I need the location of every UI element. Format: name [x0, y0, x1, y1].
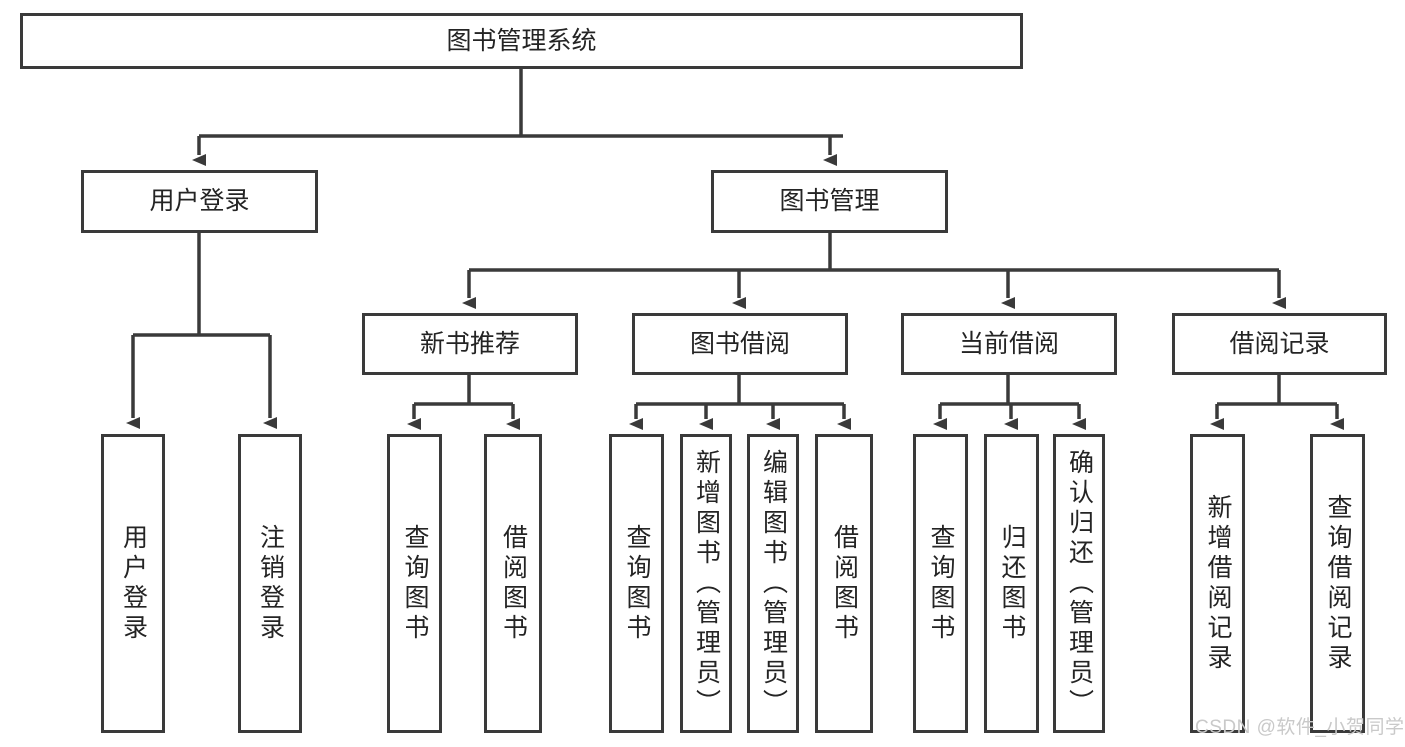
- node-leaf-edit-book[interactable]: 编辑图书（管理员）: [747, 434, 799, 733]
- node-leaf-borrow-book-1[interactable]: 借阅图书: [484, 434, 542, 733]
- node-leaf-query-book-3[interactable]: 查询图书: [913, 434, 968, 733]
- node-leaf-user-logout[interactable]: 注销登录: [238, 434, 302, 733]
- node-borrow-record[interactable]: 借阅记录: [1172, 313, 1387, 375]
- node-user-login-label: 用户登录: [149, 187, 250, 216]
- node-book-manage[interactable]: 图书管理: [711, 170, 948, 233]
- node-root-label: 图书管理系统: [446, 26, 597, 55]
- node-root[interactable]: 图书管理系统: [20, 13, 1023, 69]
- node-book-manage-label: 图书管理: [779, 187, 880, 216]
- node-leaf-query-record[interactable]: 查询借阅记录: [1310, 434, 1365, 733]
- node-leaf-query-book-2[interactable]: 查询图书: [609, 434, 664, 733]
- node-leaf-return-book-label: 归还图书: [998, 523, 1026, 644]
- node-leaf-add-record[interactable]: 新增借阅记录: [1190, 434, 1245, 733]
- node-leaf-user-login-label: 用户登录: [119, 523, 148, 644]
- node-leaf-edit-book-label: 编辑图书（管理员）: [759, 448, 788, 719]
- node-leaf-return-book[interactable]: 归还图书: [984, 434, 1039, 733]
- node-leaf-borrow-book-1-label: 借阅图书: [499, 523, 528, 644]
- node-current-borrow[interactable]: 当前借阅: [901, 313, 1117, 375]
- node-leaf-add-record-label: 新增借阅记录: [1204, 493, 1232, 674]
- node-leaf-query-book-3-label: 查询图书: [927, 523, 955, 644]
- node-leaf-user-login[interactable]: 用户登录: [101, 434, 165, 733]
- node-leaf-borrow-book-2-label: 借阅图书: [830, 523, 859, 644]
- node-leaf-borrow-book-2[interactable]: 借阅图书: [815, 434, 873, 733]
- node-leaf-query-book-2-label: 查询图书: [623, 523, 651, 644]
- node-leaf-query-book-1-label: 查询图书: [401, 523, 429, 644]
- node-leaf-query-book-1[interactable]: 查询图书: [387, 434, 442, 733]
- node-book-borrow[interactable]: 图书借阅: [632, 313, 848, 375]
- node-current-borrow-label: 当前借阅: [958, 329, 1059, 358]
- node-user-login[interactable]: 用户登录: [81, 170, 318, 233]
- node-leaf-confirm-return[interactable]: 确认归还（管理员）: [1053, 434, 1105, 733]
- node-new-book-rec-label: 新书推荐: [419, 329, 520, 358]
- node-leaf-add-book[interactable]: 新增图书（管理员）: [680, 434, 732, 733]
- node-leaf-query-record-label: 查询借阅记录: [1324, 493, 1352, 674]
- csdn-watermark: CSDN @软件_小贺同学: [1195, 717, 1405, 738]
- node-leaf-confirm-return-label: 确认归还（管理员）: [1065, 448, 1094, 719]
- node-new-book-rec[interactable]: 新书推荐: [362, 313, 578, 375]
- node-leaf-user-logout-label: 注销登录: [256, 523, 285, 644]
- node-leaf-add-book-label: 新增图书（管理员）: [692, 448, 721, 719]
- node-borrow-record-label: 借阅记录: [1229, 329, 1330, 358]
- node-book-borrow-label: 图书借阅: [689, 329, 790, 358]
